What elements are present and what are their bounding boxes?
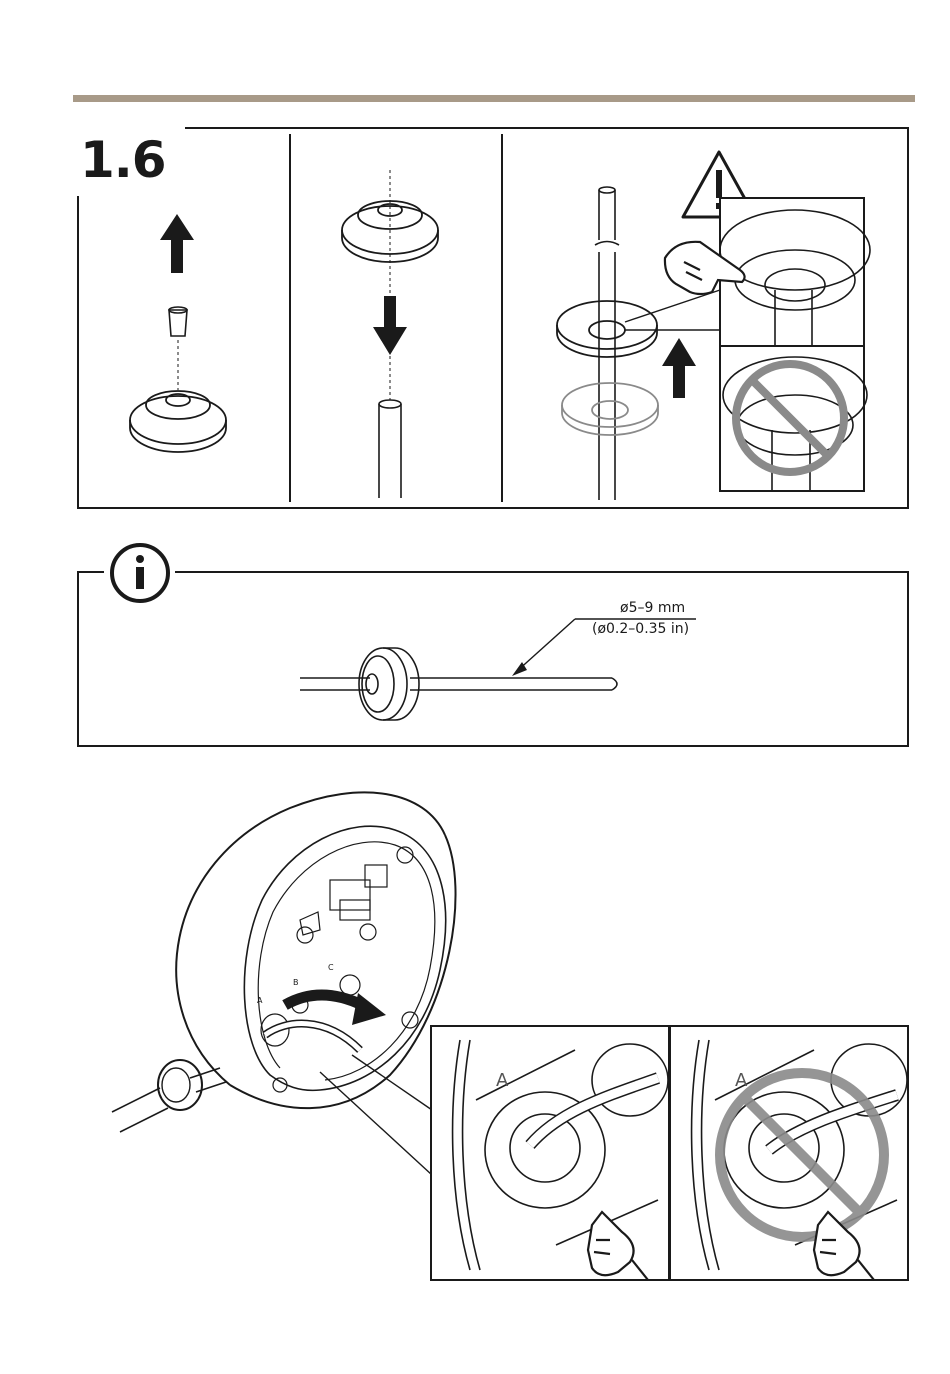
cable-diameter-in: (ø0.2–0.35 in) [592,621,689,637]
cable [379,400,401,498]
panel-remove-plug [130,214,226,452]
info-frame [78,572,908,746]
port-inset-incorrect: A [670,1026,908,1280]
grommet-bottom [562,383,658,435]
junction-box [112,792,456,1175]
board-port-label: C [328,963,334,972]
info-icon [112,545,168,601]
cable [595,187,619,500]
grommet [130,391,226,452]
plug [169,307,187,336]
arrow-up-icon [662,338,696,398]
arrow-down-icon [373,296,407,355]
port-label: A [496,1070,509,1091]
grommet-top [557,301,657,357]
board-port-label: B [293,978,299,987]
inset-correct [665,198,870,346]
port-label: A [735,1070,748,1091]
arrow-up-icon [160,214,194,273]
panel-pull-grommet [557,152,870,500]
board-port-label: A [257,996,263,1005]
panel-insert-cable [342,170,438,498]
port-inset-correct: A [431,1026,669,1280]
cable-diameter-mm: ø5–9 mm [620,600,685,616]
step-number: 1.6 [80,132,166,188]
inset-incorrect [720,346,867,491]
